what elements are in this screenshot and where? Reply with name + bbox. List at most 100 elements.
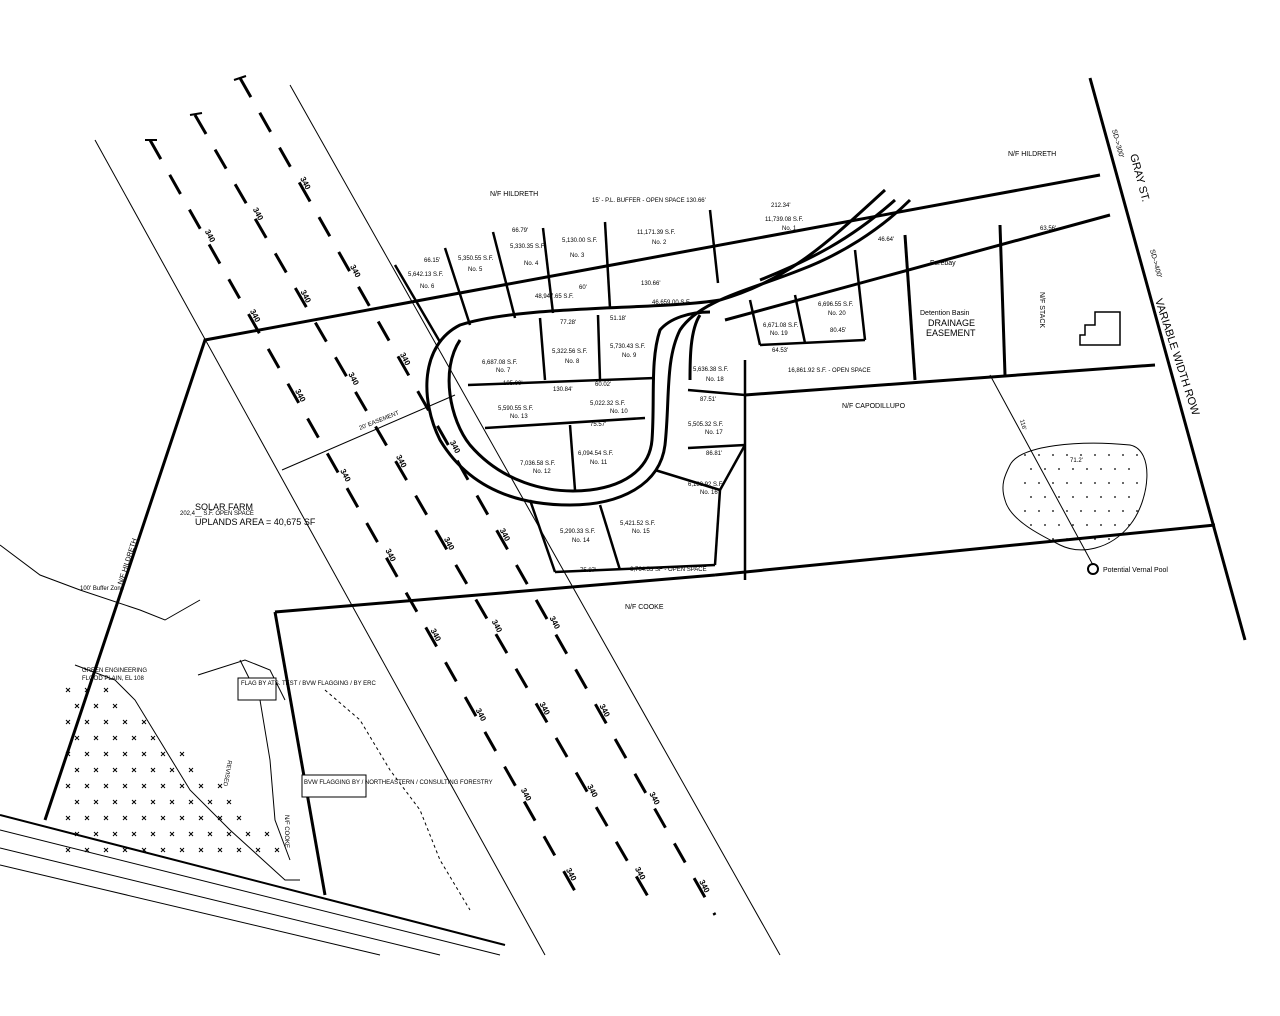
vernal-dot [1100,468,1102,470]
vernal-dot [1072,524,1074,526]
wetland-x-mark [131,735,137,741]
lot-17-no: No. 17 [705,430,723,436]
lot-15-area: 5,421.52 S.F. [620,521,656,527]
wetland-x-mark [226,799,232,805]
wetland-x-mark [93,767,99,773]
vernal-dot [1114,524,1116,526]
road-area: 46,659.00 S.F. [652,300,691,306]
wetland-x-mark [150,831,156,837]
vernal-dot [1030,468,1032,470]
vernal-dot [1108,454,1110,456]
dim-6: 77.28' [560,320,576,326]
wetland-x-mark [207,799,213,805]
forebay-label: Forebay [930,260,956,267]
dim-18: 71.2' [1070,458,1083,464]
drainage-label-2: EASEMENT [926,328,976,338]
wetland-x-mark [141,719,147,725]
vernal-dot [1136,482,1138,484]
wetland-x-mark [179,847,185,853]
dim-3: 60' [579,285,587,291]
wetland-x-mark [169,831,175,837]
lot-3-no: No. 3 [570,253,585,259]
wetland-x-mark [103,751,109,757]
vernal-dot [1030,496,1032,498]
wetland-x-mark [65,719,71,725]
wetland-x-mark [103,719,109,725]
lot-3-area: 5,130.00 S.F. [562,238,598,244]
wetland-x-mark [264,831,270,837]
vernal-dot [1086,468,1088,470]
dim-14: 46.64' [878,237,894,243]
vernal-dot [1058,496,1060,498]
vernal-dot [1052,454,1054,456]
vernal-dot [1038,454,1040,456]
lot-11-no: No. 11 [590,460,608,466]
wetland-x-mark [122,847,128,853]
vernal-dot [1108,538,1110,540]
wetland-x-mark [141,783,147,789]
vernal-dot [1122,454,1124,456]
wetland-x-mark [122,815,128,821]
lot-5-area: 5,350.55 S.F. [458,256,494,262]
dim-7: 51.18' [610,316,626,322]
vernal-pool-label: Potential Vernal Pool [1103,567,1168,574]
wetland-x-mark [103,687,109,693]
lot-13-area: 5,590.55 S.F. [498,406,534,412]
wetland-x-mark [255,847,261,853]
vernal-dot [1086,524,1088,526]
lot-20-no: No. 20 [828,311,846,317]
vernal-dot [1080,482,1082,484]
wetland-x-mark [84,751,90,757]
wetland-x-mark [160,847,166,853]
dim-1: 212.34' [771,203,791,209]
vernal-dot [1108,482,1110,484]
vernal-dot [1128,524,1130,526]
wetland-x-mark [217,783,223,789]
vernal-dot [1038,482,1040,484]
dim-11: 87.51' [700,397,716,403]
solar-open-space: 202,4__ S.F. OPEN SPACE [180,511,254,517]
lot-4-no: No. 4 [524,261,539,267]
vernal-dot [1100,524,1102,526]
wetland-x-mark [217,815,223,821]
vernal-dot [1058,524,1060,526]
lot-labels: 11,739.08 S.F. No. 1 11,171.39 S.F. No. … [408,217,854,544]
wetland-x-mark [112,831,118,837]
parcel-boundary [43,77,1247,896]
lot-6-no: No. 6 [420,284,435,290]
wetland-x-mark [74,767,80,773]
solar-farm-label: SOLAR FARM [195,502,253,512]
wetland-x-mark [141,815,147,821]
owner-cooke: N/F COOKE [625,604,664,611]
dim-8: 105.00' [503,381,523,387]
lot-20-area: 6,696.55 S.F. [818,302,854,308]
wetland-x-mark [160,751,166,757]
transmission-lines [148,77,717,916]
wetland-x [65,687,280,853]
wetland-x-mark [150,799,156,805]
wetland-x-mark [74,799,80,805]
lot-10-area: 5,022.32 S.F. [590,401,626,407]
wetland-x-mark [93,703,99,709]
dim-9: 130.84' [553,387,573,393]
vernal-dot [1038,510,1040,512]
lot-12-no: No. 12 [533,469,551,475]
wetland-x-mark [93,799,99,805]
wetland-x-mark [112,767,118,773]
vernal-dot [1094,454,1096,456]
owner-hildreth-mid: N/F HILDRETH [490,191,538,198]
owner-stack: N/F STACK [1038,292,1045,328]
lot-14-area: 5,290.33 S.F. [560,529,596,535]
lot-19-area: 6,671.08 S.F. [763,323,799,329]
wetland-x-mark [245,831,251,837]
vernal-dot [1044,496,1046,498]
wetland-x-mark [103,815,109,821]
vernal-dot [1114,496,1116,498]
wetland-x-mark [150,767,156,773]
lot-2-area: 11,171.39 S.F. [637,230,676,236]
vernal-dot [1128,468,1130,470]
culdesac-road [425,188,912,507]
lot-12-area: 7,036.58 S.F. [520,461,556,467]
wetland-x-mark [122,751,128,757]
